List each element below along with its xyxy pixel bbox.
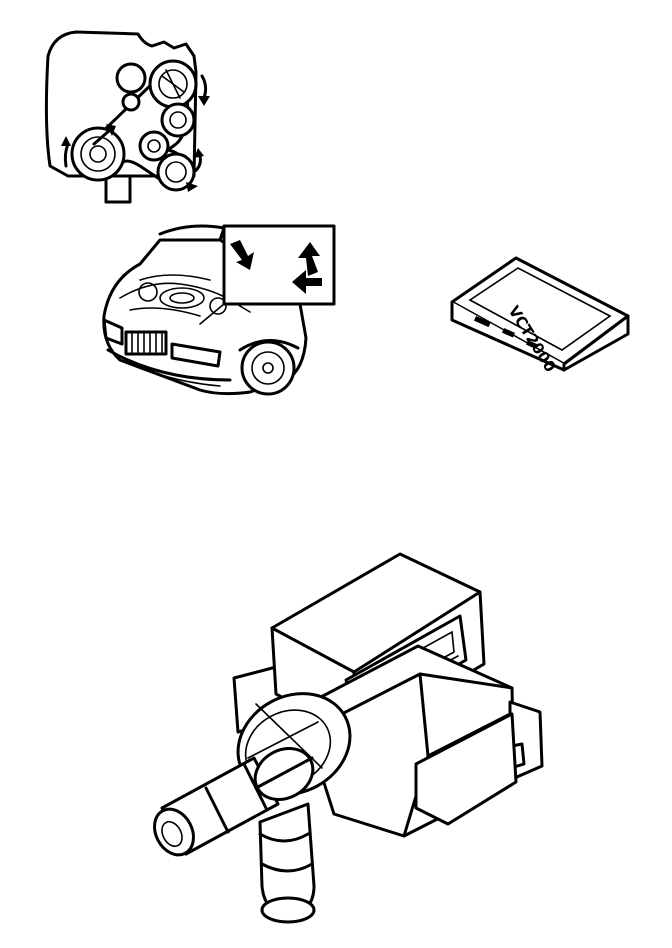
solenoid-valve bbox=[148, 552, 558, 932]
engine-belt-diagram-icon bbox=[44, 30, 210, 204]
belt-diagram bbox=[36, 26, 222, 214]
solenoid-valve-icon bbox=[153, 552, 544, 924]
diagnostic-tool-icon: VCT2000 bbox=[450, 256, 630, 374]
car-view bbox=[100, 220, 336, 400]
car-hood-open-icon bbox=[102, 224, 336, 396]
scan-tool: VCT2000 bbox=[446, 254, 632, 374]
